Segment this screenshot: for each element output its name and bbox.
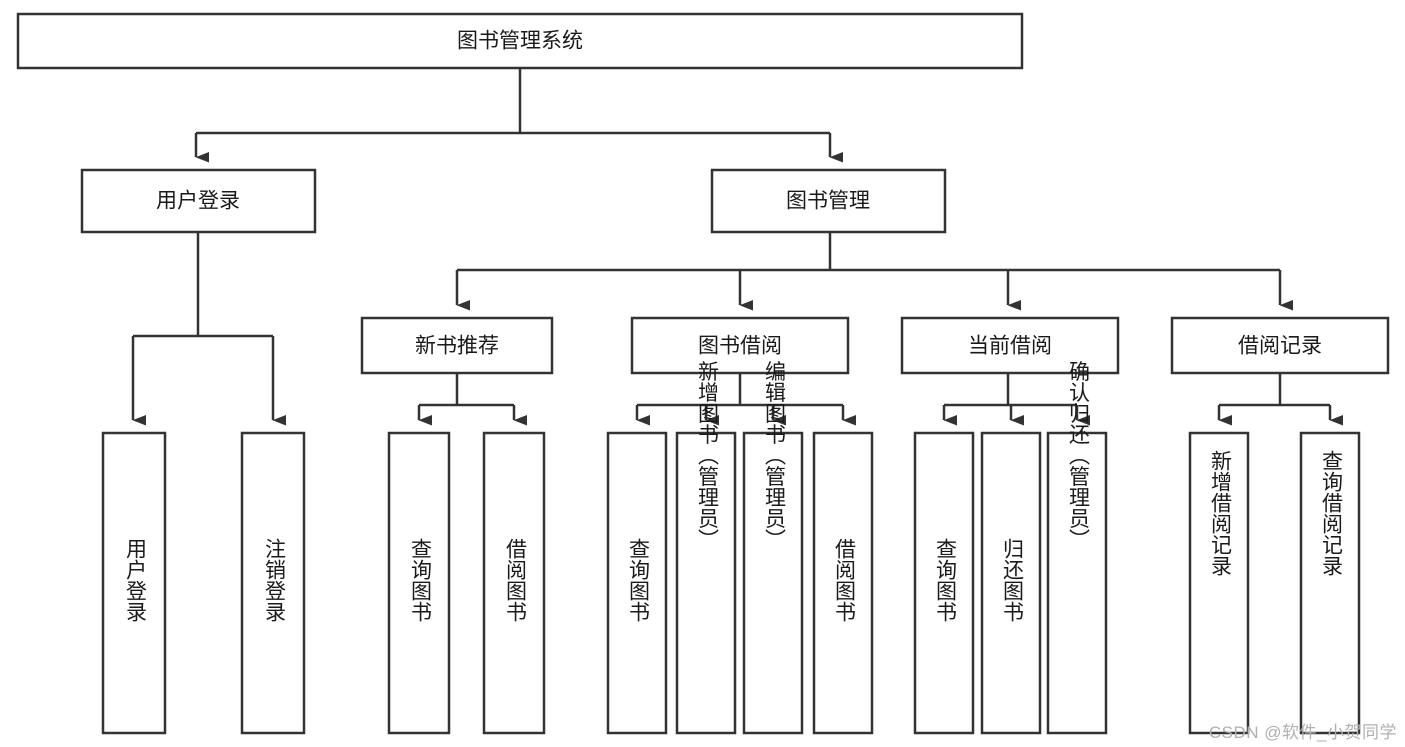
- leaf-query-record[interactable]: 查询借阅记录: [1299, 431, 1361, 735]
- leaf-add-book[interactable]: 新增图书（管理员）: [675, 361, 737, 735]
- leaf-borrow-book-1-label: 借阅图书: [503, 538, 527, 622]
- leaf-borrow-book-1[interactable]: 借阅图书: [482, 431, 546, 735]
- node-current-borrow-box[interactable]: [900, 316, 1120, 375]
- node-borrow-record[interactable]: 借阅记录: [1170, 316, 1390, 375]
- node-book-borrow[interactable]: 图书借阅: [630, 316, 850, 375]
- leaf-add-book-label: 新增图书（管理员）: [695, 361, 719, 550]
- node-new-book-recommend-label: 新书推荐: [415, 335, 499, 358]
- node-user-login-label: 用户登录: [156, 190, 240, 213]
- node-book-borrow-label: 图书借阅: [698, 335, 782, 358]
- leaf-query-book-3-box[interactable]: [913, 431, 975, 735]
- leaf-confirm-return[interactable]: 确认归还（管理员）: [1046, 361, 1108, 735]
- leaf-confirm-return-label: 确认归还（管理员）: [1066, 361, 1090, 550]
- leaf-query-book-1-label: 查询图书: [408, 538, 432, 622]
- node-user-login[interactable]: 用户登录: [80, 168, 317, 234]
- leaf-query-book-3[interactable]: 查询图书: [913, 431, 975, 735]
- leaf-logout-box[interactable]: [240, 431, 306, 735]
- node-user-login-box[interactable]: [80, 168, 317, 234]
- leaf-user-login-label: 用户登录: [123, 538, 147, 622]
- leaf-query-book-2-label: 查询图书: [626, 538, 650, 622]
- node-root-box[interactable]: [16, 12, 1024, 70]
- leaf-borrow-book-1-box[interactable]: [482, 431, 546, 735]
- leaf-add-record[interactable]: 新增借阅记录: [1188, 431, 1250, 735]
- leaf-query-record-label: 查询借阅记录: [1319, 450, 1343, 576]
- leaf-query-book-1-box[interactable]: [387, 431, 451, 735]
- node-root-label: 图书管理系统: [457, 30, 583, 53]
- node-borrow-record-box[interactable]: [1170, 316, 1390, 375]
- node-book-manage-box[interactable]: [710, 168, 947, 234]
- leaf-query-record-box[interactable]: [1299, 431, 1361, 735]
- leaf-add-record-label: 新增借阅记录: [1208, 450, 1232, 576]
- leaf-borrow-book-2-box[interactable]: [812, 431, 874, 735]
- node-new-book-recommend[interactable]: 新书推荐: [360, 316, 554, 375]
- leaf-confirm-return-box[interactable]: [1046, 431, 1108, 735]
- leaf-edit-book-box[interactable]: [742, 431, 804, 735]
- connectors: [131, 68, 1343, 426]
- leaf-query-book-2-box[interactable]: [606, 431, 668, 735]
- leaf-borrow-book-2-label: 借阅图书: [832, 538, 856, 622]
- leaf-logout[interactable]: 注销登录: [240, 431, 306, 735]
- node-book-manage[interactable]: 图书管理: [710, 168, 947, 234]
- leaf-query-book-1[interactable]: 查询图书: [387, 431, 451, 735]
- node-new-book-recommend-box[interactable]: [360, 316, 554, 375]
- leaf-return-book[interactable]: 归还图书: [980, 431, 1042, 735]
- leaf-add-book-box[interactable]: [675, 431, 737, 735]
- leaf-return-book-label: 归还图书: [1000, 538, 1024, 622]
- leaf-logout-label: 注销登录: [262, 538, 286, 622]
- leaf-query-book-3-label: 查询图书: [933, 538, 957, 622]
- leaf-user-login-box[interactable]: [101, 431, 167, 735]
- leaf-edit-book-label: 编辑图书（管理员）: [762, 361, 786, 550]
- leaf-borrow-book-2[interactable]: 借阅图书: [812, 431, 874, 735]
- leaf-add-record-box[interactable]: [1188, 431, 1250, 735]
- node-current-borrow-label: 当前借阅: [968, 335, 1052, 358]
- node-book-borrow-box[interactable]: [630, 316, 850, 375]
- node-current-borrow[interactable]: 当前借阅: [900, 316, 1120, 375]
- leaf-query-book-2[interactable]: 查询图书: [606, 431, 668, 735]
- leaf-user-login[interactable]: 用户登录: [101, 431, 167, 735]
- node-root[interactable]: 图书管理系统: [16, 12, 1024, 70]
- node-borrow-record-label: 借阅记录: [1238, 335, 1322, 358]
- node-book-manage-label: 图书管理: [786, 190, 870, 213]
- leaf-edit-book[interactable]: 编辑图书（管理员）: [742, 361, 804, 735]
- leaf-return-book-box[interactable]: [980, 431, 1042, 735]
